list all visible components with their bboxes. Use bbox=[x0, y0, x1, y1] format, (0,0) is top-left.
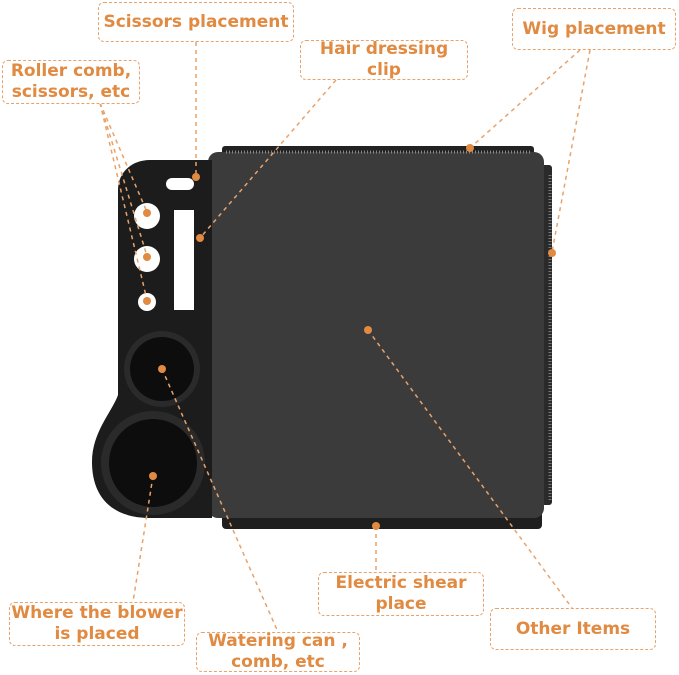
callout-wig-placement: Wig placement bbox=[512, 8, 676, 50]
styling-mat bbox=[208, 146, 552, 529]
dot-other bbox=[364, 326, 372, 334]
callout-scissors-placement: Scissors placement bbox=[98, 2, 294, 42]
callout-hair-clip: Hair dressing clip bbox=[300, 39, 468, 80]
cup-large bbox=[109, 419, 197, 507]
callout-roller-comb: Roller comb, scissors, etc bbox=[2, 60, 140, 104]
tool-holder bbox=[92, 160, 212, 518]
anchor-dots bbox=[143, 144, 556, 530]
dot-shear bbox=[372, 522, 380, 530]
dot-scissors bbox=[192, 173, 200, 181]
clip-slot bbox=[174, 210, 194, 310]
dot-roller-1 bbox=[143, 209, 151, 217]
callout-blower: Where the blower is placed bbox=[9, 602, 185, 646]
mat-surface bbox=[208, 152, 544, 518]
callout-watering-can: Watering can , comb, etc bbox=[196, 631, 360, 672]
dot-wig-top bbox=[466, 144, 474, 152]
callout-other-items: Other Items bbox=[490, 608, 656, 650]
scissors-slot bbox=[166, 178, 194, 190]
leader-lines bbox=[99, 42, 591, 633]
dot-watering bbox=[158, 365, 166, 373]
dot-blower bbox=[149, 472, 157, 480]
callout-electric-shear: Electric shear place bbox=[318, 572, 484, 616]
dot-roller-2 bbox=[143, 253, 151, 261]
dot-roller-3 bbox=[143, 297, 151, 305]
dot-wig-side bbox=[548, 249, 556, 257]
dot-clip bbox=[196, 234, 204, 242]
